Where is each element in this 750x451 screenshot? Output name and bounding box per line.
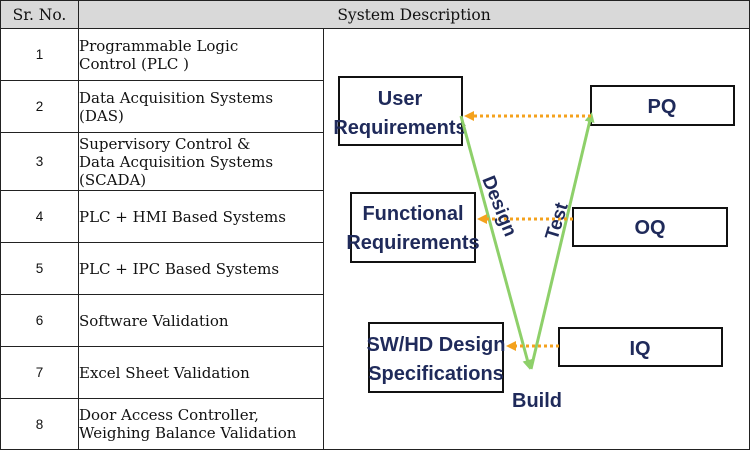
desc-line: Control (PLC ): [79, 54, 189, 73]
iq-label: IQ: [629, 338, 650, 360]
sw-hd-line1: SW/HD Design: [367, 334, 506, 356]
sw-hd-line2: Specifications: [368, 363, 504, 385]
table-row: 6 Software Validation: [0, 294, 750, 347]
desc-line: (DAS): [79, 106, 124, 125]
user-req-line1: User: [378, 88, 423, 110]
user-requirements-box: [338, 76, 463, 146]
row-description: Software Validation: [78, 294, 324, 347]
table-row: 8 Door Access Controller, Weighing Balan…: [0, 398, 750, 450]
desc-line: Supervisory Control &: [79, 134, 251, 153]
row-number: 4: [0, 190, 79, 243]
table-row: 3 Supervisory Control & Data Acquisition…: [0, 132, 750, 191]
row-description: PLC + HMI Based Systems: [78, 190, 324, 243]
desc-line: Weighing Balance Validation: [79, 424, 297, 442]
table-row: 4 PLC + HMI Based Systems: [0, 190, 750, 243]
functional-req-line1: Functional: [362, 203, 463, 225]
desc-line: Data Acquisition Systems: [79, 88, 274, 107]
row-number: 6: [0, 294, 79, 347]
row-description: Excel Sheet Validation: [78, 346, 324, 399]
row-description: Programmable Logic Control (PLC ): [78, 28, 324, 81]
pq-box: [590, 85, 735, 126]
row-number: 7: [0, 346, 79, 399]
desc-line: (SCADA): [79, 170, 147, 189]
test-label: Test: [542, 200, 573, 243]
oq-box: [572, 207, 728, 247]
test-arrow: [529, 112, 595, 370]
v-model-diagram: User Requirements Functional Requirement…: [333, 76, 735, 412]
table-row: 7 Excel Sheet Validation: [0, 346, 750, 399]
row-description: Data Acquisition Systems (DAS): [78, 80, 324, 133]
table-row: 2 Data Acquisition Systems (DAS): [0, 80, 750, 133]
row-number: 2: [0, 80, 79, 133]
functional-req-line2: Requirements: [346, 232, 479, 254]
functional-requirements-box: [350, 192, 476, 263]
table-row: 5 PLC + IPC Based Systems: [0, 242, 750, 295]
row-number: 3: [0, 132, 79, 191]
sw-hd-design-box: [368, 322, 504, 393]
desc-line: Data Acquisition Systems: [79, 152, 274, 171]
row-description: Supervisory Control & Data Acquisition S…: [78, 132, 324, 191]
user-req-line2: Requirements: [333, 117, 466, 139]
desc-line: Programmable Logic: [79, 36, 239, 55]
header-system-description: System Description: [77, 0, 750, 29]
row-description: Door Access Controller, Weighing Balance…: [78, 398, 324, 450]
desc-line: Door Access Controller,: [79, 406, 259, 424]
build-label: Build: [512, 390, 562, 412]
row-number: 8: [0, 398, 79, 450]
row-number: 1: [0, 28, 79, 81]
design-arrow: [459, 115, 533, 370]
pq-label: PQ: [648, 96, 677, 118]
v-model-diagram-cell: User Requirements Functional Requirement…: [322, 28, 750, 450]
table-row: 1 Programmable Logic Control (PLC ): [0, 28, 750, 450]
header-sr-no: Sr. No.: [0, 0, 79, 29]
oq-label: OQ: [634, 217, 665, 239]
row-description: PLC + IPC Based Systems: [78, 242, 324, 295]
design-label: Design: [477, 173, 520, 240]
row-number: 5: [0, 242, 79, 295]
